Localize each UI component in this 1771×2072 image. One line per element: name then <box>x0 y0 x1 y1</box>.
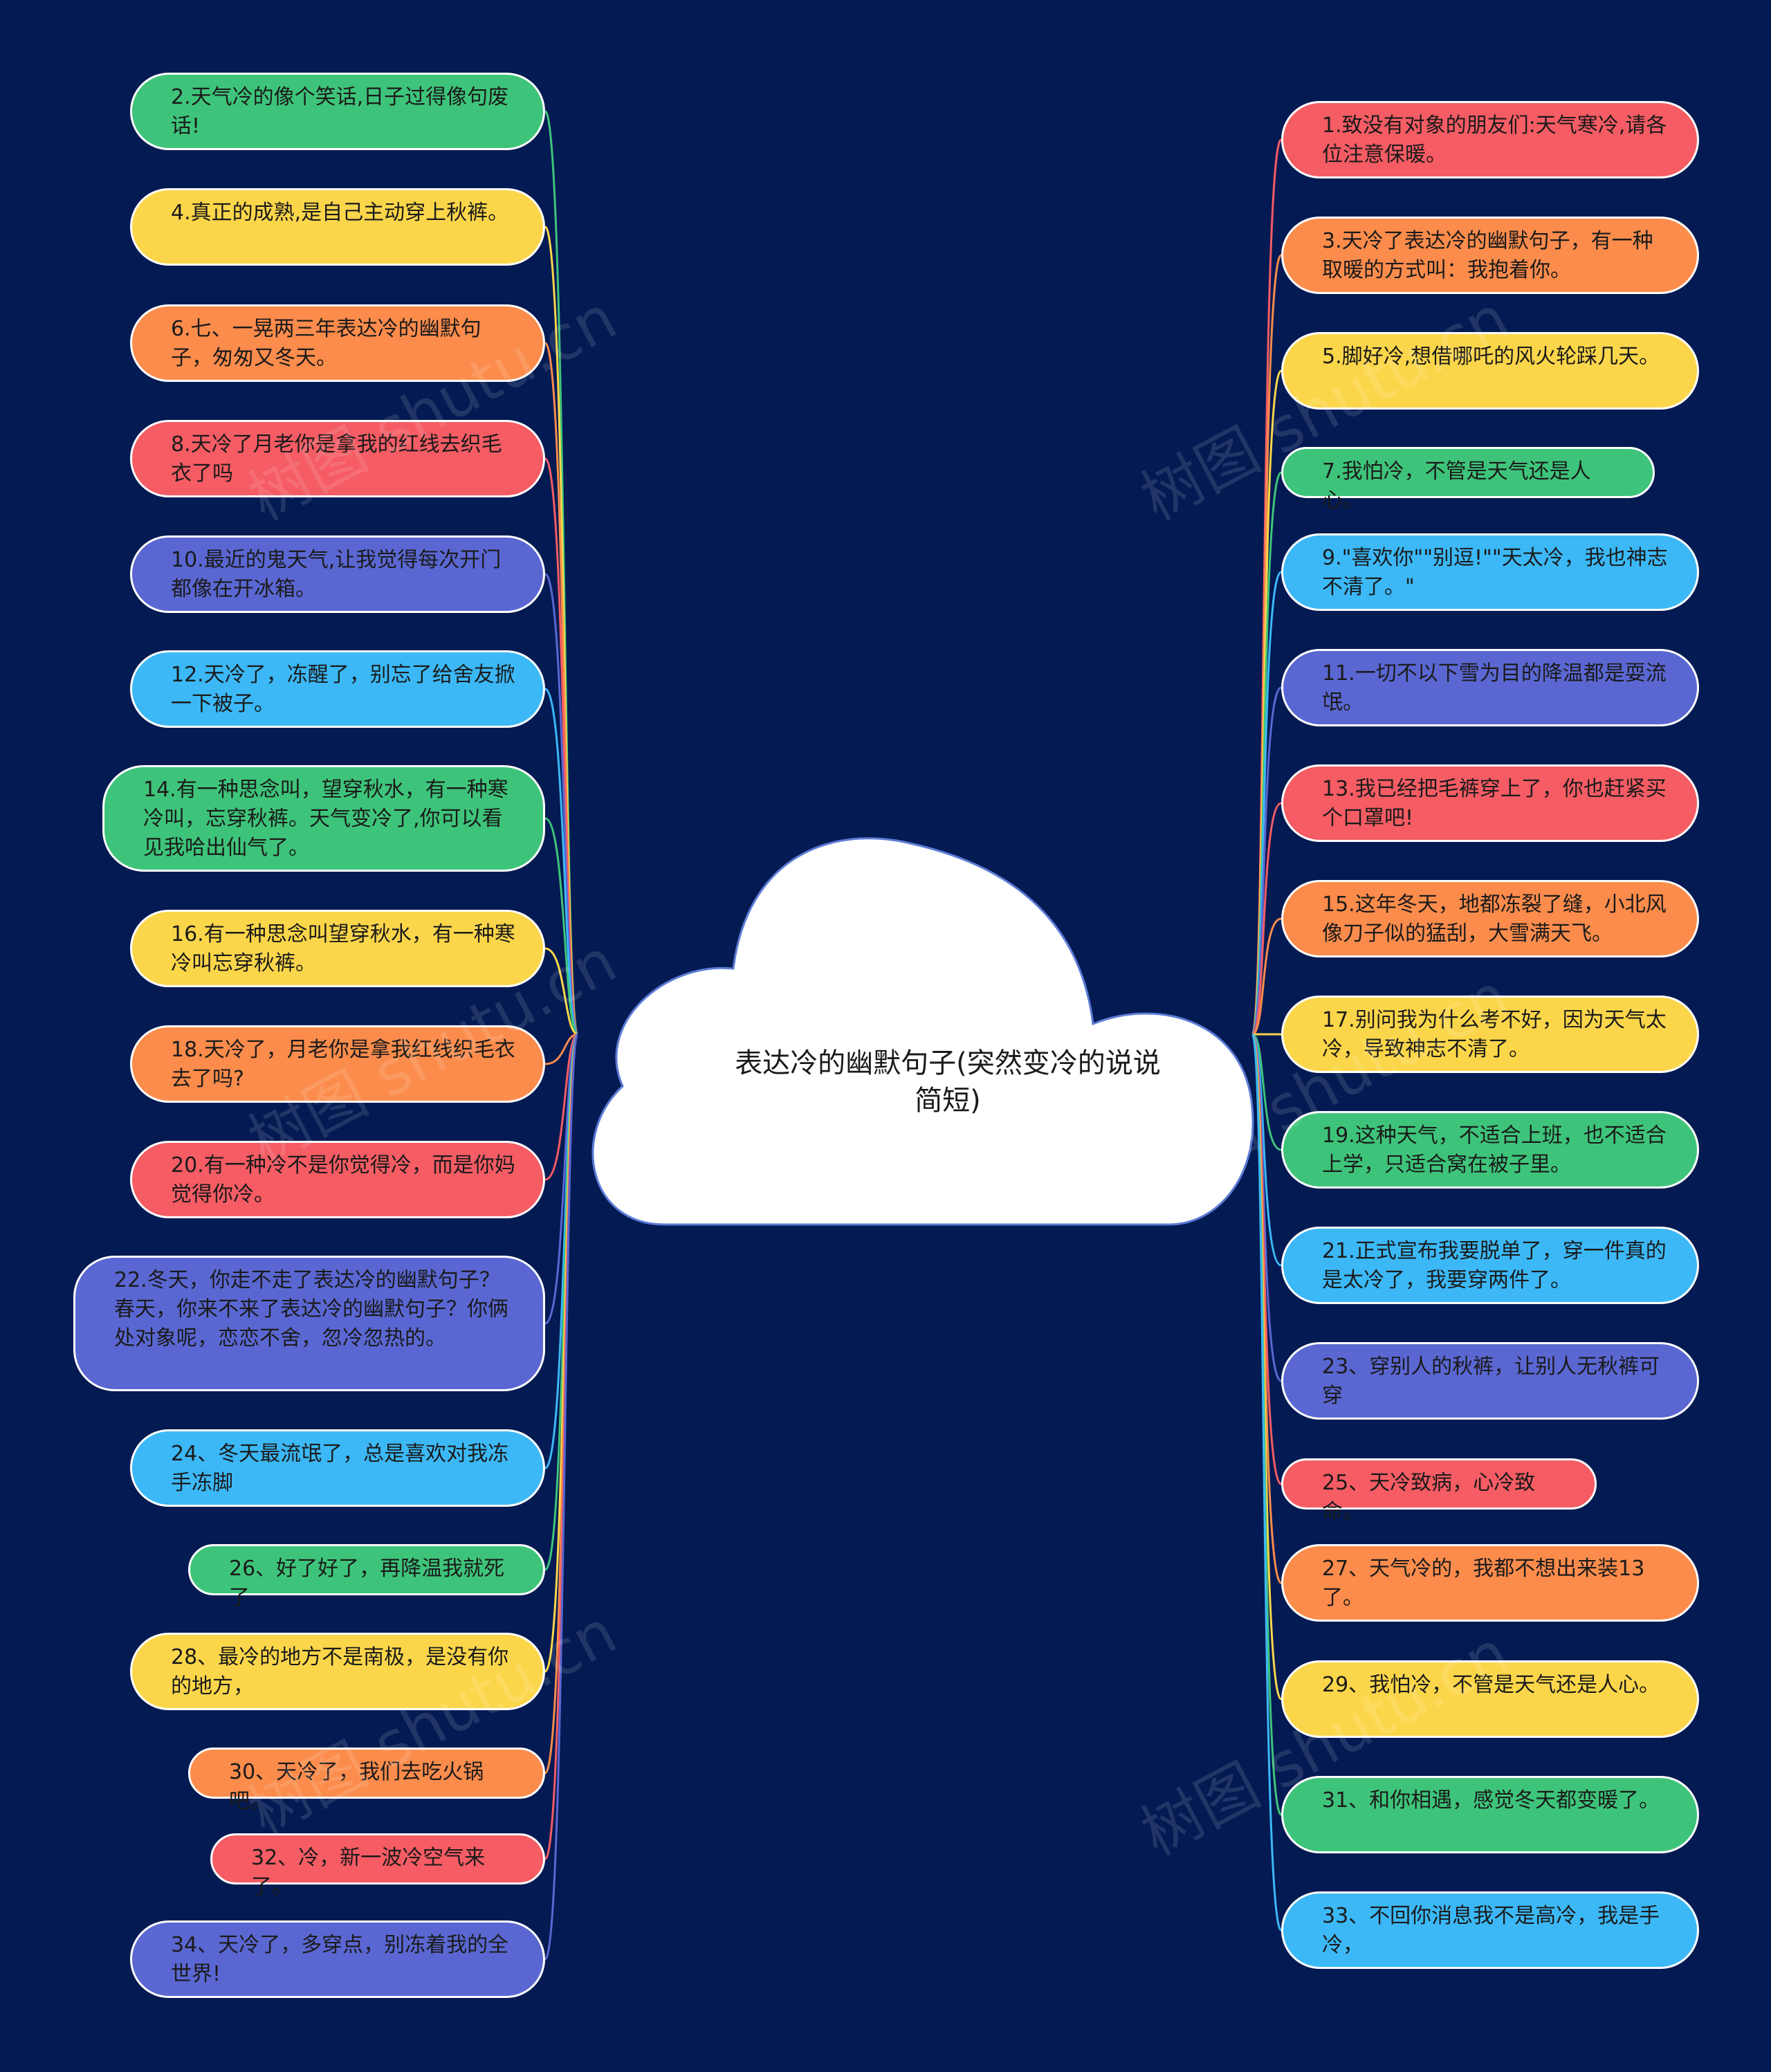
left-node[interactable]: 10.最近的鬼天气,让我觉得每次开门都像在开冰箱。 <box>130 535 545 613</box>
right-node[interactable]: 15.这年冬天，地都冻裂了缝，小北风像刀子似的猛刮，大雪满天飞。 <box>1281 880 1699 957</box>
left-connector <box>544 1033 579 1961</box>
right-node[interactable]: 5.脚好冷,想借哪吒的风火轮踩几天。 <box>1281 332 1699 410</box>
left-node[interactable]: 4.真正的成熟,是自己主动穿上秋裤。 <box>130 188 545 266</box>
left-connector <box>544 688 579 1036</box>
node-text: 2.天气冷的像个笑话,日子过得像句废话! <box>171 85 509 138</box>
left-connector <box>544 1033 578 1181</box>
left-node[interactable]: 28、最冷的地方不是南极，是没有你的地方， <box>130 1633 545 1710</box>
right-node[interactable]: 23、穿别人的秋裤，让别人无秋裤可穿 <box>1281 1342 1699 1420</box>
node-text: 13.我已经把毛裤穿上了，你也赶紧买个口罩吧! <box>1322 777 1667 830</box>
right-node[interactable]: 21.正式宣布我要脱单了，穿一件真的是太冷了，我要穿两件了。 <box>1281 1227 1699 1304</box>
node-text: 18.天冷了，月老你是拿我红线织毛衣去了吗? <box>171 1038 515 1091</box>
node-text: 10.最近的鬼天气,让我觉得每次开门都像在开冰箱。 <box>171 548 502 601</box>
node-text: 20.有一种冷不是你觉得冷，而是你妈觉得你冷。 <box>171 1153 515 1207</box>
right-node[interactable]: 17.别问我为什么考不好，因为天气太冷，导致神志不清了。 <box>1281 996 1699 1073</box>
node-text: 29、我怕冷，不管是天气还是人心。 <box>1322 1673 1660 1697</box>
left-node[interactable]: 26、好了好了，再降温我就死了 <box>188 1544 545 1610</box>
right-node[interactable]: 31、和你相遇，感觉冬天都变暖了。 <box>1281 1776 1699 1853</box>
node-text: 12.天冷了，冻醒了，别忘了给舍友掀一下被子。 <box>171 663 515 716</box>
right-node[interactable]: 9."喜欢你""别逗!""天太冷，我也神志不清了。" <box>1281 533 1699 611</box>
node-text: 32、冷，新一波冷空气来了。 <box>251 1846 486 1899</box>
node-text: 3.天冷了表达冷的幽默句子，有一种取暖的方式叫：我抱着你。 <box>1322 229 1653 282</box>
left-node[interactable]: 16.有一种思念叫望穿秋水，有一种寒冷叫忘穿秋裤。 <box>130 910 545 987</box>
right-node[interactable]: 3.天冷了表达冷的幽默句子，有一种取暖的方式叫：我抱着你。 <box>1281 217 1699 294</box>
node-text: 8.天冷了月老你是拿我的红线去织毛衣了吗 <box>171 432 502 486</box>
left-node[interactable]: 24、冬天最流氓了，总是喜欢对我冻手冻脚 <box>130 1429 545 1507</box>
node-text: 34、天冷了，多穿点，别冻着我的全世界! <box>171 1933 509 1986</box>
cloud-shape <box>591 837 1254 1226</box>
left-node[interactable]: 12.天冷了，冻醒了，别忘了给舍友掀一下被子。 <box>130 650 545 728</box>
left-connector <box>544 947 578 1036</box>
right-connector <box>1251 802 1282 1036</box>
node-text: 14.有一种思念叫，望穿秋水，有一种寒冷叫，忘穿秋裤。天气变冷了,你可以看见我哈… <box>143 778 508 860</box>
right-node[interactable]: 1.致没有对象的朋友们:天气寒冷,请各位注意保暖。 <box>1281 101 1699 178</box>
left-node[interactable]: 8.天冷了月老你是拿我的红线去织毛衣了吗 <box>130 420 545 497</box>
left-node[interactable]: 20.有一种冷不是你觉得冷，而是你妈觉得你冷。 <box>130 1141 545 1218</box>
left-node[interactable]: 2.天气冷的像个笑话,日子过得像句废话! <box>130 73 545 150</box>
right-node[interactable]: 19.这种天气，不适合上班，也不适合上学，只适合窝在被子里。 <box>1281 1111 1699 1189</box>
node-text: 9."喜欢你""别逗!""天太冷，我也神志不清了。" <box>1322 546 1668 599</box>
node-text: 6.七、一晃两三年表达冷的幽默句子，匆匆又冬天。 <box>171 317 481 370</box>
node-text: 15.这年冬天，地都冻裂了缝，小北风像刀子似的猛刮，大雪满天飞。 <box>1322 892 1667 946</box>
right-connector <box>1251 917 1282 1036</box>
right-node[interactable]: 13.我已经把毛裤穿上了，你也赶紧买个口罩吧! <box>1281 764 1699 842</box>
node-text: 25、天冷致病，心冷致命。 <box>1322 1471 1536 1524</box>
node-text: 5.脚好冷,想借哪吒的风火轮踩几天。 <box>1322 345 1660 369</box>
left-connector <box>544 1033 578 1065</box>
right-node[interactable]: 29、我怕冷，不管是天气还是人心。 <box>1281 1660 1699 1738</box>
node-text: 22.冬天，你走不走了表达冷的幽默句子？春天，你来不来了表达冷的幽默句子？你俩处… <box>114 1268 508 1350</box>
node-text: 11.一切不以下雪为目的降温都是耍流氓。 <box>1322 661 1667 715</box>
node-text: 21.正式宣布我要脱单了，穿一件真的是太冷了，我要穿两件了。 <box>1322 1239 1667 1292</box>
left-node[interactable]: 18.天冷了，月老你是拿我红线织毛衣去了吗? <box>130 1025 545 1103</box>
node-text: 31、和你相遇，感觉冬天都变暖了。 <box>1322 1788 1660 1813</box>
node-text: 4.真正的成熟,是自己主动穿上秋裤。 <box>171 201 509 225</box>
right-node[interactable]: 25、天冷致病，心冷致命。 <box>1281 1458 1597 1524</box>
node-text: 27、天气冷的，我都不想出来装13了。 <box>1322 1557 1645 1610</box>
node-text: 26、好了好了，再降温我就死了 <box>229 1557 505 1610</box>
right-node[interactable]: 27、天气冷的，我都不想出来装13了。 <box>1281 1544 1699 1622</box>
node-text: 1.致没有对象的朋友们:天气寒冷,请各位注意保暖。 <box>1322 113 1667 167</box>
node-text: 16.有一种思念叫望穿秋水，有一种寒冷叫忘穿秋裤。 <box>171 922 515 975</box>
right-node[interactable]: 7.我怕冷，不管是天气还是人心。 <box>1281 447 1655 513</box>
node-text: 23、穿别人的秋裤，让别人无秋裤可穿 <box>1322 1355 1660 1408</box>
node-text: 24、冬天最流氓了，总是喜欢对我冻手冻脚 <box>171 1442 509 1495</box>
node-text: 7.我怕冷，不管是天气还是人心。 <box>1322 459 1591 513</box>
node-text: 28、最冷的地方不是南极，是没有你的地方， <box>171 1645 509 1698</box>
node-text: 33、不回你消息我不是高冷，我是手冷， <box>1322 1904 1660 1957</box>
left-node[interactable]: 6.七、一晃两三年表达冷的幽默句子，匆匆又冬天。 <box>130 304 545 382</box>
left-connector <box>544 817 579 1036</box>
node-text: 17.别问我为什么考不好，因为天气太冷，导致神志不清了。 <box>1322 1008 1667 1061</box>
node-text: 19.这种天气，不适合上班，也不适合上学，只适合窝在被子里。 <box>1322 1124 1667 1177</box>
left-node[interactable]: 14.有一种思念叫，望穿秋水，有一种寒冷叫，忘穿秋裤。天气变冷了,你可以看见我哈… <box>102 765 545 872</box>
right-node[interactable]: 11.一切不以下雪为目的降温都是耍流氓。 <box>1281 649 1699 726</box>
left-node[interactable]: 32、冷，新一波冷空气来了。 <box>210 1833 545 1899</box>
center-title[interactable]: 表达冷的幽默句子(突然变冷的说说简短) <box>735 1047 1161 1117</box>
node-text: 30、天冷了，我们去吃火锅吧。 <box>229 1760 484 1813</box>
left-node[interactable]: 22.冬天，你走不走了表达冷的幽默句子？春天，你来不来了表达冷的幽默句子？你俩处… <box>73 1256 545 1391</box>
left-node[interactable]: 30、天冷了，我们去吃火锅吧。 <box>188 1748 545 1813</box>
right-node[interactable]: 33、不回你消息我不是高冷，我是手冷， <box>1281 1891 1699 1969</box>
left-node[interactable]: 34、天冷了，多穿点，别冻着我的全世界! <box>130 1920 545 1998</box>
right-connector <box>1251 1033 1283 1932</box>
